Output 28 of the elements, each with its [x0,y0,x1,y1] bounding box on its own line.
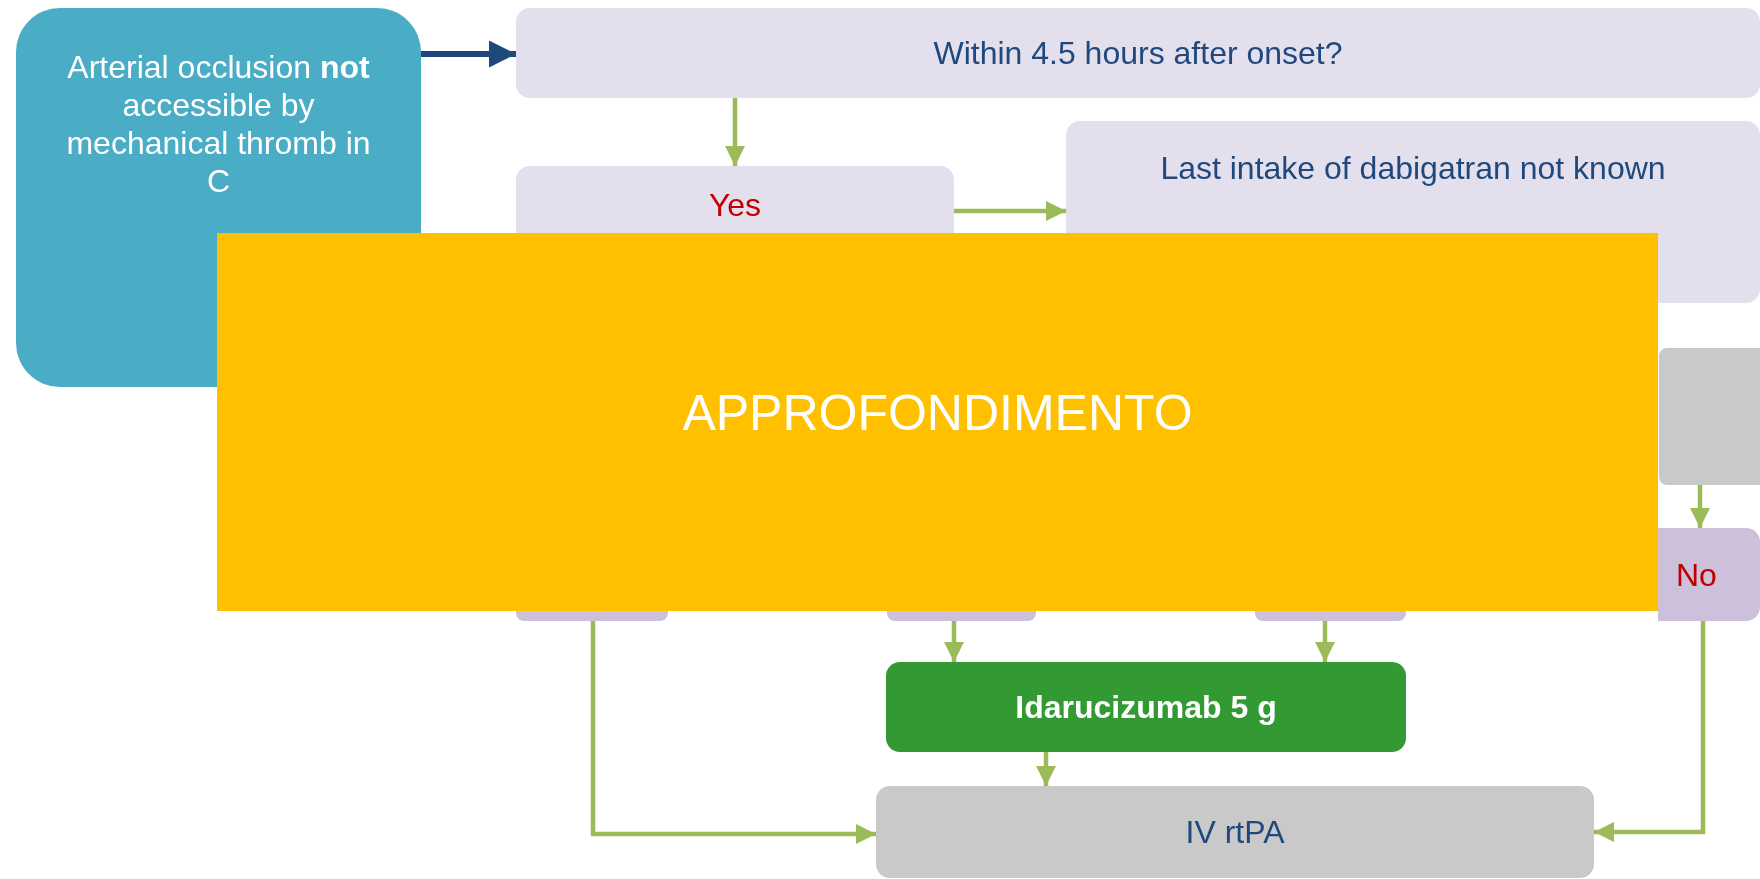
arrow [954,200,1066,222]
process-box [1659,348,1760,485]
answer-box [1658,528,1760,621]
arrow [1314,621,1336,662]
node-text: Arterial occlusion not accessible by mechanical thromb in C [65,48,372,200]
node-text: Idarucizumab 5 g [1014,688,1278,726]
arrow [1594,621,1706,843]
arrow [724,98,746,166]
condition-box [1066,121,1760,233]
overlay-banner: APPROFONDIMENTO [217,233,1658,611]
answer-box [1255,611,1406,621]
treatment-box [886,662,1406,752]
arrow [421,40,516,68]
node-text: IV rtPA [1184,813,1286,851]
arrow [590,621,876,845]
node-text: Last intake of dabigatran not known [1159,149,1667,187]
node-text: No [1675,556,1717,594]
node-text: Within 4.5 hours after onset? [932,34,1344,72]
arrow [943,621,965,662]
treatment-box [876,786,1594,878]
answer-box [516,166,954,233]
answer-box [887,611,1036,621]
answer-box [516,611,668,621]
start-box [16,8,421,233]
node-text: Yes [707,186,763,224]
arrow [1689,485,1711,528]
decision-box [516,8,1760,98]
arrow [1035,752,1057,786]
